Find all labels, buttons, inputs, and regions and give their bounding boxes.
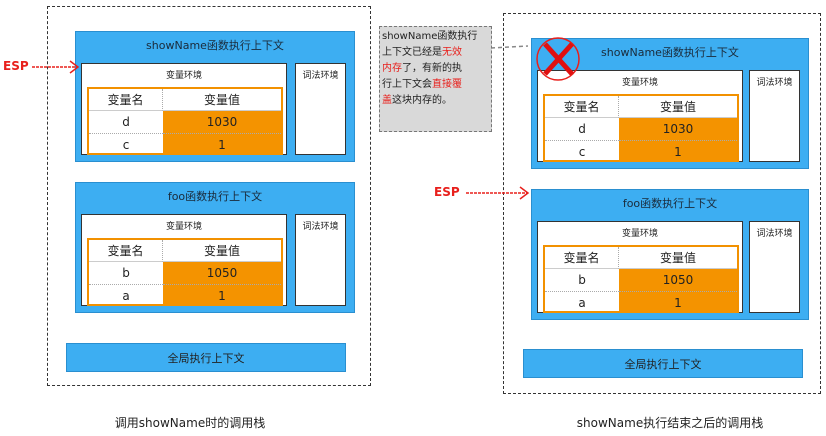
note-line: 盖这块内存的。	[382, 93, 489, 109]
note-line: 上下文已经是无效	[382, 45, 489, 61]
lexical-environment: 词法环境	[295, 214, 346, 306]
header-value: 变量值	[163, 89, 281, 111]
variable-name: b	[122, 266, 130, 280]
left-caption: 调用showName时的调用栈	[114, 416, 266, 430]
lexical-environment: 词法环境	[295, 63, 346, 155]
global-context: 全局执行上下文	[66, 343, 346, 372]
variable-value: 1030	[163, 111, 281, 133]
variable-value: 1050	[163, 262, 281, 284]
variable-value: 1	[619, 140, 737, 162]
note-line: 行上下文会直接覆	[382, 77, 489, 93]
variable-environment-label: 变量环境	[165, 71, 202, 81]
note-text: 这块内存的。	[392, 95, 452, 106]
lexical-environment-label: 词法环境	[756, 78, 793, 88]
lexical-environment-label: 词法环境	[302, 71, 339, 81]
note-line: showName函数执行	[382, 29, 489, 45]
header-name: 变量名	[545, 247, 619, 269]
lexical-environment: 词法环境	[749, 70, 800, 162]
note-line: 内存了，有新的执	[382, 61, 489, 77]
header-value: 变量值	[619, 96, 737, 118]
header-name: 变量名	[89, 89, 163, 111]
lexical-environment-label: 词法环境	[756, 229, 793, 239]
lexical-environment: 词法环境	[749, 221, 800, 313]
right-caption: showName执行结束之后的调用栈	[576, 416, 764, 430]
variable-name: b	[578, 273, 586, 287]
global-context: 全局执行上下文	[523, 349, 803, 378]
variable-environment-label: 变量环境	[621, 78, 658, 88]
note-text: 上下文已经是	[382, 47, 442, 58]
variable-name: a	[545, 291, 619, 313]
variable-value: 1	[163, 284, 281, 306]
variable-value: 1	[163, 133, 281, 155]
note-highlight: 内存	[382, 63, 402, 74]
context-title: foo函数执行上下文	[167, 190, 263, 203]
variable-environment-label: 变量环境	[621, 229, 658, 239]
note-highlight: 盖	[382, 95, 392, 106]
variable-name: c	[89, 133, 163, 155]
variable-name: c	[545, 140, 619, 162]
note-text: 行上下文会	[382, 79, 432, 90]
note-callout: showName函数执行上下文已经是无效内存了，有新的执行上下文会直接覆盖这块内…	[379, 26, 492, 132]
header-name: 变量名	[545, 96, 619, 118]
variable-name: d	[122, 115, 130, 129]
esp-label: ESP	[3, 59, 29, 73]
variable-environment-label: 变量环境	[165, 222, 202, 232]
context-title: showName函数执行上下文	[146, 39, 284, 52]
esp-label: ESP	[434, 185, 460, 199]
variable-value: 1030	[619, 118, 737, 140]
context-title: foo函数执行上下文	[622, 197, 718, 210]
variable-value: 1	[619, 291, 737, 313]
variable-name: d	[578, 122, 586, 136]
context-title: showName函数执行上下文	[601, 46, 739, 59]
variable-name: a	[89, 284, 163, 306]
header-value: 变量值	[619, 247, 737, 269]
note-highlight: 直接覆	[432, 79, 462, 90]
note-highlight: 无效	[442, 47, 462, 58]
note-text: showName函数执行	[382, 31, 478, 42]
header-name: 变量名	[89, 240, 163, 262]
lexical-environment-label: 词法环境	[302, 222, 339, 232]
note-text: 了，有新的执	[402, 63, 462, 74]
header-value: 变量值	[163, 240, 281, 262]
variable-value: 1050	[619, 269, 737, 291]
